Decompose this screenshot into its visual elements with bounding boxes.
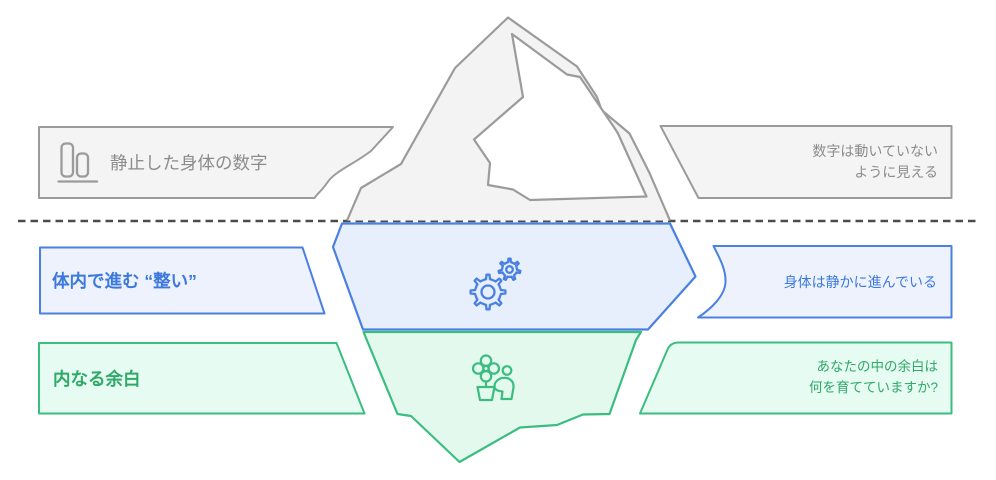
surface-left-box [38, 126, 394, 199]
gear-large-hub [480, 284, 496, 300]
deep-right-label: あなたの中の余白は 何を育てていますか? [808, 359, 938, 395]
middle-left-label: 体内で進む “整い” [52, 271, 197, 291]
gear-small-icon [497, 257, 522, 281]
surface-left-label: 静止した身体の数字 [110, 153, 268, 173]
deep-left-box [38, 342, 366, 415]
gears-icon [469, 257, 522, 311]
middle-left-box [39, 246, 326, 315]
flower-center [482, 364, 490, 373]
deep-left-label: 内なる余白 [53, 369, 141, 389]
iceberg-snow-facet [472, 32, 648, 202]
bar-short [75, 152, 90, 178]
middle-right-label: 身体は静かに進んでいる [783, 274, 937, 290]
gear-small-hub [505, 265, 514, 274]
plant-pot [476, 385, 496, 402]
iceberg-above-water-outline [345, 16, 672, 221]
gear-large-icon [469, 273, 507, 311]
surface-right-box [659, 125, 953, 199]
deep-right-box [639, 341, 953, 415]
bar-chart-icon [57, 142, 99, 183]
person-head [501, 365, 513, 376]
bar-tall [60, 142, 75, 178]
plant-person-icon [471, 354, 515, 402]
middle-right-box [697, 245, 953, 319]
person-body [493, 376, 515, 401]
surface-right-label: 数字は動いていない ように見える [812, 143, 938, 180]
